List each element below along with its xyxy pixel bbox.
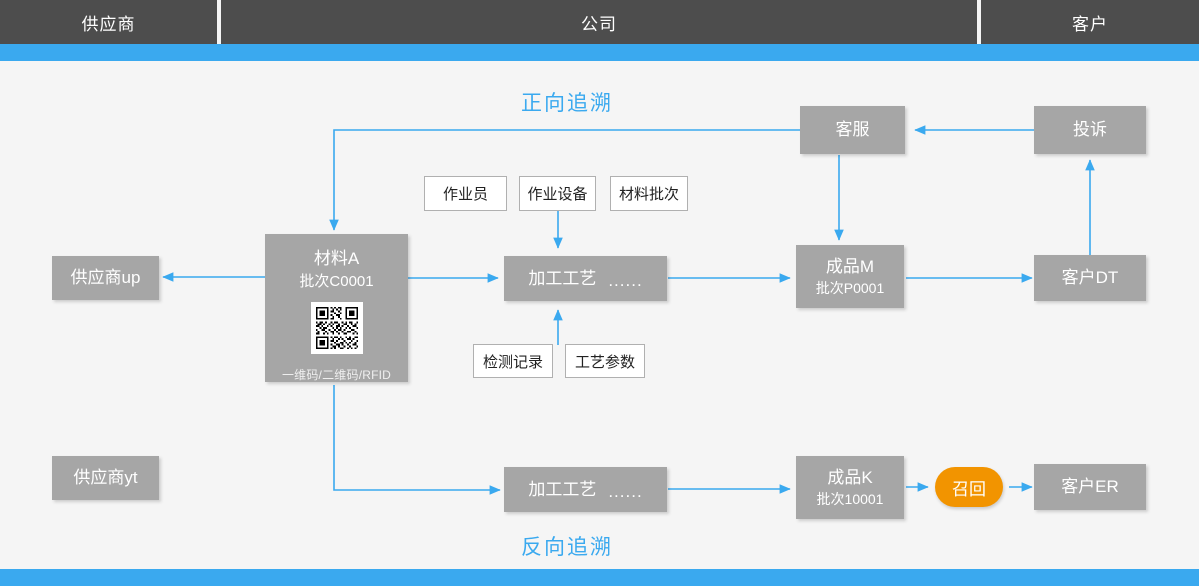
tag-process-parameters[interactable]: 工艺参数	[565, 344, 645, 378]
node-recall-label: 召回	[952, 479, 986, 499]
tag-material-batch[interactable]: 材料批次	[610, 176, 688, 211]
node-product-k-label: 成品K	[827, 467, 873, 487]
tag-operator[interactable]: 作业员	[424, 176, 507, 211]
bottom-accent-bar	[0, 569, 1199, 586]
node-process-bottom-dots: ......	[608, 481, 643, 501]
node-customer-er[interactable]: 客户ER	[1034, 464, 1146, 510]
node-customer-service[interactable]: 客服	[800, 106, 905, 154]
qr-code-svg	[313, 305, 360, 351]
node-product-m[interactable]: 成品M 批次P0001	[796, 245, 904, 308]
lane-label-company: 公司	[581, 14, 617, 34]
node-product-k-batch: 批次10001	[816, 490, 884, 507]
lane-header-customer: 客户	[981, 0, 1199, 44]
node-supplier-yt-label: 供应商yt	[73, 468, 138, 487]
node-process-bottom-label: 加工工艺	[528, 479, 597, 499]
node-material-a-label: 材料A	[313, 249, 360, 268]
lane-header-supplier: 供应商	[0, 0, 217, 44]
node-complaint[interactable]: 投诉	[1034, 106, 1146, 154]
tag-process-parameters-label: 工艺参数	[574, 353, 635, 371]
tag-operator-label: 作业员	[442, 186, 488, 203]
node-customer-dt-label: 客户DT	[1061, 268, 1119, 287]
qr-code-icon	[310, 302, 363, 354]
node-process-top[interactable]: 加工工艺 ......	[504, 256, 667, 301]
node-product-m-batch: 批次P0001	[815, 279, 885, 296]
lane-header-company: 公司	[221, 0, 977, 44]
node-material-a-code-types: 一维码/二维码/RFID	[281, 368, 392, 382]
tag-material-batch-label: 材料批次	[618, 186, 679, 203]
tag-inspection-record-label: 检测记录	[482, 353, 543, 371]
node-customer-er-label: 客户ER	[1061, 477, 1119, 496]
tag-inspection-record[interactable]: 检测记录	[473, 344, 553, 378]
node-supplier-up-label: 供应商up	[70, 268, 141, 287]
tag-equipment[interactable]: 作业设备	[519, 176, 596, 211]
node-process-top-dots: ......	[608, 270, 643, 290]
node-supplier-up[interactable]: 供应商up	[52, 256, 159, 300]
node-customer-service-label: 客服	[835, 120, 870, 139]
lane-label-supplier: 供应商	[81, 14, 136, 34]
node-material-a-batch: 批次C0001	[299, 273, 374, 290]
node-product-k[interactable]: 成品K 批次10001	[796, 456, 904, 519]
node-material-a[interactable]: 材料A 批次C0001	[265, 234, 408, 382]
node-process-top-label: 加工工艺	[528, 268, 597, 288]
node-supplier-yt[interactable]: 供应商yt	[52, 456, 159, 500]
caption-reverse-trace: 反向追溯	[521, 536, 613, 559]
top-accent-bar	[0, 44, 1199, 61]
node-complaint-label: 投诉	[1073, 120, 1107, 139]
lane-label-customer: 客户	[1072, 14, 1108, 34]
node-recall-button[interactable]: 召回	[935, 467, 1003, 507]
caption-forward-trace: 正向追溯	[521, 92, 613, 115]
node-product-m-label: 成品M	[825, 256, 875, 276]
tag-equipment-label: 作业设备	[527, 186, 588, 203]
node-customer-dt[interactable]: 客户DT	[1034, 255, 1146, 301]
node-process-bottom[interactable]: 加工工艺 ......	[504, 467, 667, 512]
